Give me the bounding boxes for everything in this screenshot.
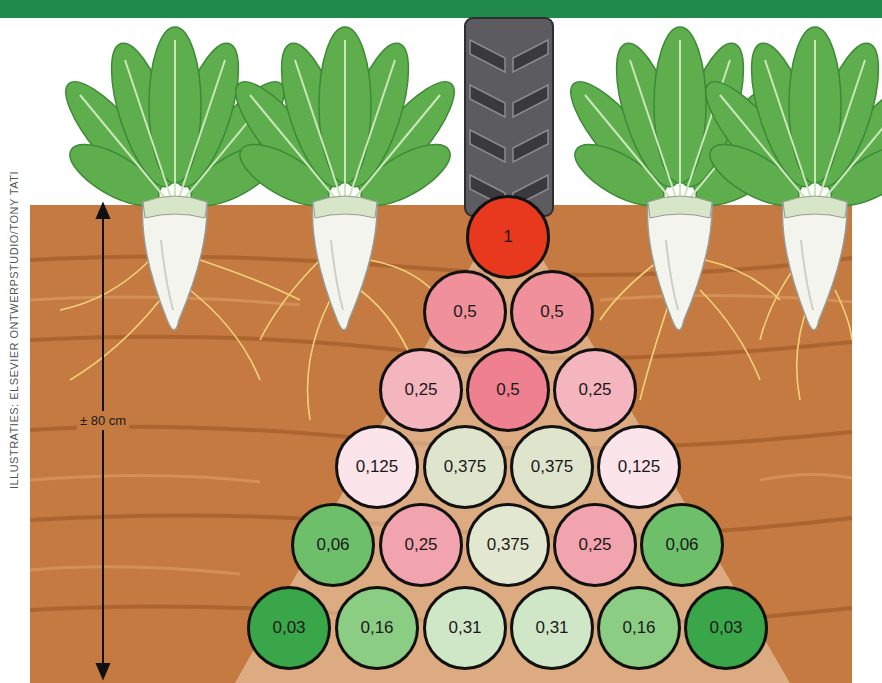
pressure-circle: 0,125 [335,425,419,509]
pressure-value: 0,25 [379,348,463,432]
pressure-value: 0,375 [466,503,550,587]
pressure-value: 0,375 [423,425,507,509]
pressure-value: 0,03 [684,586,768,670]
pressure-value: 0,03 [247,586,331,670]
pressure-circle: 0,31 [423,586,507,670]
pressure-circle: 0,5 [466,348,550,432]
pressure-circle: 0,375 [510,425,594,509]
pressure-value: 0,16 [335,586,419,670]
pressure-value: 0,31 [423,586,507,670]
pressure-circle: 0,375 [423,425,507,509]
pressure-circle: 0,5 [510,270,594,354]
pressure-value: 0,06 [291,503,375,587]
pressure-value: 1 [466,195,550,279]
pressure-circle: 0,25 [379,503,463,587]
pressure-circle: 0,16 [597,586,681,670]
pressure-value: 0,25 [553,503,637,587]
pressure-value: 0,25 [379,503,463,587]
pressure-value: 0,25 [553,348,637,432]
pressure-circle: 1 [466,195,550,279]
pressure-value: 0,5 [510,270,594,354]
pressure-circle: 0,5 [423,270,507,354]
pressure-circle: 0,03 [247,586,331,670]
pressure-value: 0,125 [597,425,681,509]
pressure-circle: 0,25 [553,348,637,432]
pressure-circle: 0,25 [553,503,637,587]
pressure-circle: 0,03 [684,586,768,670]
pressure-circle: 0,06 [291,503,375,587]
pressure-circle: 0,06 [640,503,724,587]
pressure-circle: 0,16 [335,586,419,670]
pressure-value: 0,16 [597,586,681,670]
pressure-value: 0,5 [466,348,550,432]
dimension-label: ± 80 cm [77,411,129,430]
pressure-circle: 0,25 [379,348,463,432]
pressure-value: 0,125 [335,425,419,509]
pressure-circle: 0,31 [510,586,594,670]
pressure-value: 0,375 [510,425,594,509]
pressure-circle: 0,375 [466,503,550,587]
credit-note: ILLUSTRATIES: ELSEVIER ONTWERPSTUDIO/TON… [6,168,22,492]
pressure-value: 0,31 [510,586,594,670]
pressure-value: 0,5 [423,270,507,354]
pressure-value: 0,06 [640,503,724,587]
pressure-circle: 0,125 [597,425,681,509]
